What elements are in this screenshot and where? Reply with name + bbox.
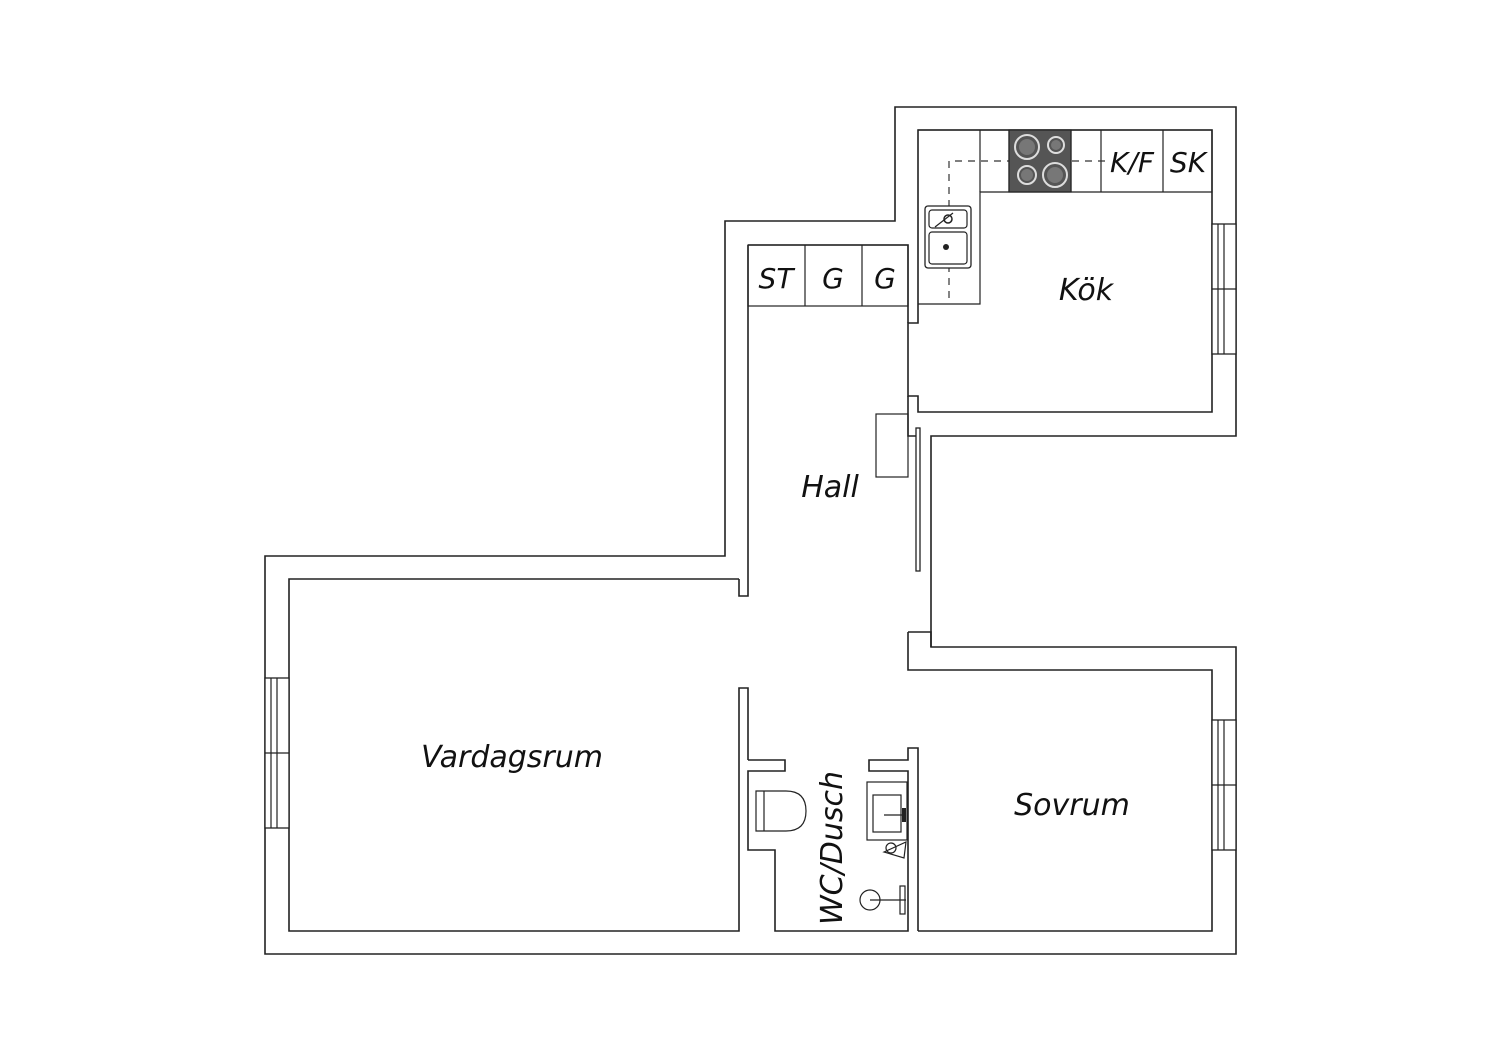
door-icon bbox=[875, 413, 921, 572]
bedroom-inner-wall bbox=[907, 631, 1213, 932]
fixture-label-fridge-freezer: K/F bbox=[1110, 146, 1155, 179]
room-label-bedroom: Sovrum bbox=[1014, 788, 1130, 823]
fixture-label-stove-cabinet: ST bbox=[759, 262, 796, 295]
window-icon bbox=[1211, 223, 1237, 355]
living-room-inner-wall bbox=[288, 578, 749, 932]
room-label-hall: Hall bbox=[801, 470, 859, 505]
window-icon bbox=[1211, 719, 1237, 851]
shower-icon bbox=[859, 841, 907, 915]
fixture-label-cabinet: SK bbox=[1170, 146, 1209, 179]
fixture-label-wardrobe-1: G bbox=[822, 262, 844, 295]
washbasin-icon bbox=[866, 781, 908, 841]
bathroom-wall bbox=[747, 747, 919, 932]
kitchen-inner-wall bbox=[907, 129, 1213, 413]
sink-icon bbox=[924, 205, 972, 269]
room-label-kitchen: Kök bbox=[1059, 273, 1115, 308]
window-icon bbox=[264, 677, 290, 829]
room-label-bathroom: WC/Dusch bbox=[815, 771, 850, 925]
outer-wall-outline bbox=[264, 106, 1237, 955]
fixture-label-wardrobe-2: G bbox=[874, 262, 896, 295]
stove-icon bbox=[1008, 129, 1072, 193]
hall-wardrobes bbox=[747, 244, 909, 307]
toilet-icon bbox=[755, 790, 807, 832]
hall-inner-wall bbox=[738, 244, 909, 597]
room-label-living-room: Vardagsrum bbox=[421, 740, 603, 775]
